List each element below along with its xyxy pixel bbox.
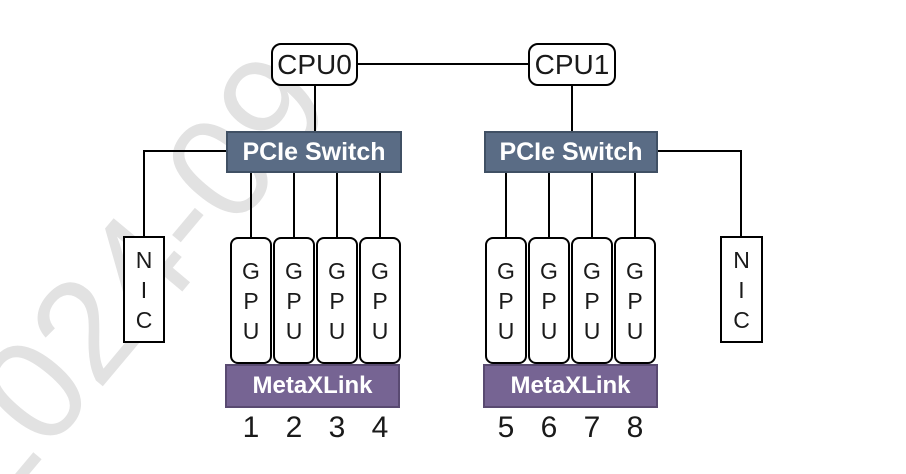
gpu-letter: G xyxy=(242,257,260,284)
pcie-switch-left: PCIe Switch xyxy=(226,131,402,173)
gpu-node-2: G P U xyxy=(273,237,315,364)
gpu-letter: U xyxy=(371,317,389,344)
connector-switchR-gpu8 xyxy=(634,172,636,237)
gpu-letter: U xyxy=(285,317,303,344)
nic-right-letter: I xyxy=(738,276,745,303)
gpu-letter: G xyxy=(371,257,389,284)
nic-left-letter: I xyxy=(140,276,148,303)
gpu-node-8: G P U xyxy=(614,237,656,364)
connector-switchL-gpu1 xyxy=(250,172,252,237)
cpu0-node: CPU0 xyxy=(271,43,358,86)
gpu-node-3: G P U xyxy=(316,237,358,364)
connector-switchR-nicR-h xyxy=(657,150,742,152)
connector-cpu0-cpu1 xyxy=(357,63,529,65)
metaxlink-bar-right: MetaXLink xyxy=(483,364,658,408)
pcie-switch-left-label: PCIe Switch xyxy=(242,137,386,166)
gpu-node-4: G P U xyxy=(359,237,401,364)
gpu-node-1: G P U xyxy=(230,237,272,364)
gpu-letter: P xyxy=(372,287,388,314)
connector-switchR-gpu5 xyxy=(505,172,507,237)
connector-switchL-nicL-v xyxy=(143,150,145,237)
cpu0-label: CPU0 xyxy=(277,48,352,80)
metaxlink-bar-left: MetaXLink xyxy=(225,364,400,408)
gpu-letter: P xyxy=(329,287,345,314)
nic-left-letter: N xyxy=(135,246,153,273)
gpu-number-4: 4 xyxy=(371,411,389,444)
gpu-number-2: 2 xyxy=(285,411,303,444)
gpu-number-8: 8 xyxy=(626,411,644,444)
gpu-letter: P xyxy=(498,287,514,314)
gpu-letter: G xyxy=(540,257,558,284)
gpu-letter: G xyxy=(626,257,644,284)
nic-right: N I C xyxy=(720,236,763,343)
gpu-letter: P xyxy=(243,287,259,314)
nic-right-letter: C xyxy=(733,306,750,333)
metaxlink-left-label: MetaXLink xyxy=(252,372,373,399)
nic-right-letter: N xyxy=(733,246,750,273)
gpu-node-6: G P U xyxy=(528,237,570,364)
gpu-letter: U xyxy=(540,317,558,344)
gpu-letter: G xyxy=(583,257,601,284)
gpu-node-5: G P U xyxy=(485,237,527,364)
gpu-letter: P xyxy=(627,287,643,314)
connector-switchL-nicL-h xyxy=(143,150,227,152)
gpu-letter: U xyxy=(328,317,346,344)
metaxlink-right-label: MetaXLink xyxy=(510,372,631,399)
gpu-letter: P xyxy=(584,287,600,314)
gpu-number-5: 5 xyxy=(497,411,515,444)
connector-switchL-gpu4 xyxy=(379,172,381,237)
gpu-letter: U xyxy=(497,317,515,344)
gpu-letter: G xyxy=(497,257,515,284)
cpu1-node: CPU1 xyxy=(528,43,616,86)
gpu-letter: U xyxy=(583,317,601,344)
gpu-number-3: 3 xyxy=(328,411,346,444)
gpu-number-7: 7 xyxy=(583,411,601,444)
gpu-node-7: G P U xyxy=(571,237,613,364)
gpu-letter: U xyxy=(626,317,644,344)
gpu-letter: G xyxy=(285,257,303,284)
connector-switchR-gpu6 xyxy=(548,172,550,237)
connector-switchL-gpu2 xyxy=(293,172,295,237)
connector-switchR-gpu7 xyxy=(591,172,593,237)
gpu-letter: G xyxy=(328,257,346,284)
connector-switchL-gpu3 xyxy=(336,172,338,237)
connector-cpu1-switch xyxy=(571,86,573,132)
cpu1-label: CPU1 xyxy=(534,48,610,80)
gpu-number-1: 1 xyxy=(242,411,260,444)
nic-left-letter: C xyxy=(135,306,153,333)
gpu-letter: U xyxy=(242,317,260,344)
nic-left: N I C xyxy=(123,236,165,343)
connector-switchR-nicR-v xyxy=(740,150,742,237)
gpu-letter: P xyxy=(541,287,557,314)
pcie-switch-right: PCIe Switch xyxy=(484,131,658,173)
gpu-number-6: 6 xyxy=(540,411,558,444)
pcie-switch-right-label: PCIe Switch xyxy=(499,137,643,166)
connector-cpu0-switch xyxy=(314,86,316,132)
gpu-letter: P xyxy=(286,287,302,314)
